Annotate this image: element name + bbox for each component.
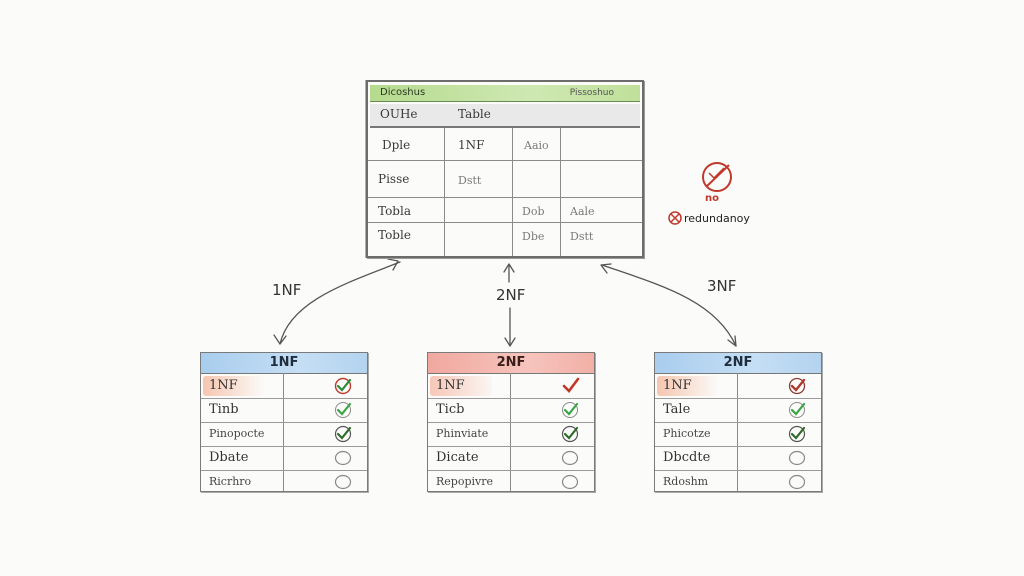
empty-circle-icon <box>788 474 806 490</box>
table-row: 1NF <box>428 374 594 399</box>
row-label: Rdoshm <box>663 475 709 488</box>
row-label: Repopivre <box>436 475 493 488</box>
check-icon <box>788 425 806 443</box>
row-label: Phinviate <box>436 427 489 440</box>
empty-circle-icon <box>561 474 579 490</box>
grid-line <box>368 197 642 198</box>
table-row: Phinviate <box>428 422 594 447</box>
table-cell: Toble <box>378 228 411 242</box>
row-label: Dbcdte <box>663 450 711 465</box>
check-icon <box>562 402 579 418</box>
legend-redundancy-label: redundanoy <box>684 212 750 225</box>
empty-circle-icon <box>334 450 352 466</box>
table-row: Tale <box>655 398 821 423</box>
table-row: Tinb <box>201 398 367 423</box>
row-label: 1NF <box>663 378 692 393</box>
column-divider <box>510 373 511 491</box>
check-icon <box>334 377 352 395</box>
grid-line <box>444 128 445 256</box>
no-redundancy-icon <box>702 162 732 192</box>
check-icon <box>788 377 806 395</box>
table-row: 1NF <box>655 374 821 399</box>
grid-line <box>512 128 513 256</box>
nf-table-title: 2NF <box>655 353 821 374</box>
table-row: Phicotze <box>655 422 821 447</box>
arrow-label-2nf: 2NF <box>496 286 526 304</box>
grid-line <box>560 128 561 256</box>
check-icon <box>334 425 352 443</box>
table-row: Rdoshm <box>655 470 821 494</box>
row-label: Ricrhro <box>209 475 252 488</box>
table-row: Dbate <box>201 446 367 471</box>
legend-no-label: no <box>705 193 719 204</box>
row-label: 1NF <box>209 378 238 393</box>
table-row: Dicate <box>428 446 594 471</box>
table-row: Repopivre <box>428 470 594 494</box>
arrow-label-3nf: 3NF <box>707 277 737 295</box>
table-row: Dbcdte <box>655 446 821 471</box>
grid-line <box>368 222 642 223</box>
nf-table-1: 1NF 1NF Tinb Pinopocte Dbate <box>200 352 368 492</box>
column-divider <box>283 373 284 491</box>
source-table: Dicoshus Pissoshuo OUHe Table Dple 1NF A… <box>366 80 644 258</box>
source-table-subtitle: Pissoshuo <box>569 88 614 98</box>
source-table-title: Dicoshus <box>380 87 426 98</box>
source-table-subheader: OUHe Table <box>370 104 640 128</box>
nf-table-2: 2NF 1NF Ticb Phinviate Dicate <box>427 352 595 492</box>
source-table-header: Dicoshus Pissoshuo <box>370 85 640 102</box>
table-cell: Tobla <box>378 204 411 218</box>
row-label: Dicate <box>436 450 479 465</box>
empty-circle-icon <box>561 450 579 466</box>
check-icon <box>335 402 352 418</box>
row-label: Dbate <box>209 450 249 465</box>
row-label: Phicotze <box>663 427 711 440</box>
check-icon <box>561 425 579 443</box>
grid-line <box>368 160 642 161</box>
table-cell: Dstt <box>458 174 482 187</box>
check-icon <box>789 402 806 418</box>
table-cell: Dob <box>522 205 545 218</box>
subheader-cell: Table <box>458 107 491 121</box>
table-row: Pinopocte <box>201 422 367 447</box>
table-row: 1NF <box>201 374 367 399</box>
nf-table-3: 2NF 1NF Tale Phicotze Dbcdte <box>654 352 822 492</box>
table-cell: 1NF <box>458 138 485 152</box>
table-cell: Dple <box>382 138 411 152</box>
table-cell: Aale <box>570 205 595 218</box>
small-no-icon <box>668 211 682 225</box>
table-cell: Aaio <box>524 139 549 152</box>
row-label: Tale <box>663 402 691 417</box>
nf-table-title: 2NF <box>428 353 594 374</box>
table-row: Ricrhro <box>201 470 367 494</box>
subheader-cell: OUHe <box>380 107 418 121</box>
row-label: Pinopocte <box>209 427 265 440</box>
row-label: Tinb <box>209 402 239 417</box>
column-divider <box>737 373 738 491</box>
nf-table-title: 1NF <box>201 353 367 374</box>
row-label: 1NF <box>436 378 465 393</box>
table-cell: Pisse <box>378 172 410 186</box>
table-cell: Dstt <box>570 230 594 243</box>
check-icon <box>562 377 580 393</box>
arrow-to-1nf <box>279 261 401 345</box>
row-label: Ticb <box>436 402 465 417</box>
table-cell: Dbe <box>522 230 545 243</box>
arrow-label-1nf: 1NF <box>272 281 302 299</box>
table-row: Ticb <box>428 398 594 423</box>
empty-circle-icon <box>788 450 806 466</box>
empty-circle-icon <box>334 474 352 490</box>
